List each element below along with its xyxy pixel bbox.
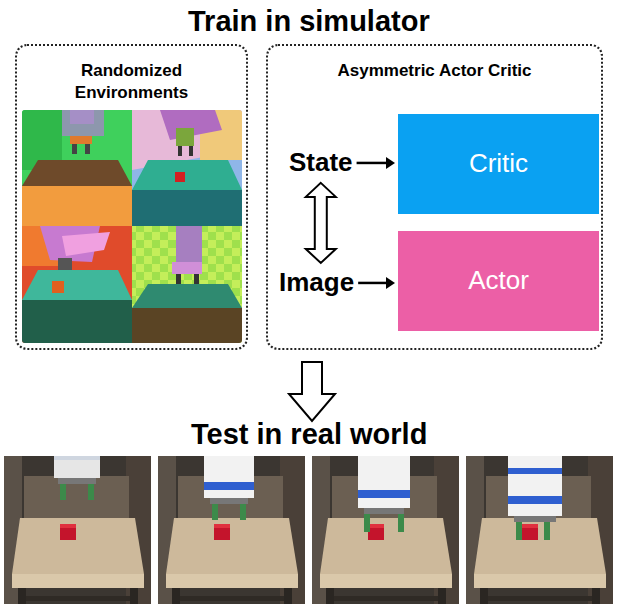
network-box: Critic (398, 114, 599, 214)
connector (358, 277, 395, 289)
box-label: Critic (469, 149, 528, 179)
network-box: Actor (398, 231, 599, 331)
section-title: Test in real world (191, 419, 427, 451)
flow-arrow (289, 362, 335, 421)
group-box: Randomized Environments (15, 44, 248, 350)
group-heading: Randomized Environments (57, 60, 207, 104)
box-label: Actor (468, 266, 529, 296)
connector (357, 157, 395, 169)
title: Train in simulator (188, 6, 430, 38)
real-photo (312, 456, 459, 604)
connector (306, 183, 336, 263)
input-text: Image (279, 268, 354, 298)
group-heading: Asymmetric Actor Critic (305, 60, 565, 82)
input-text: State (289, 148, 353, 178)
input-label: Image (279, 268, 354, 298)
group-box: Asymmetric Actor CriticState CriticImage A… (266, 44, 603, 350)
real-photo (4, 456, 151, 604)
real-photo (466, 456, 613, 604)
real-photo (158, 456, 305, 604)
input-label: State (289, 148, 353, 178)
